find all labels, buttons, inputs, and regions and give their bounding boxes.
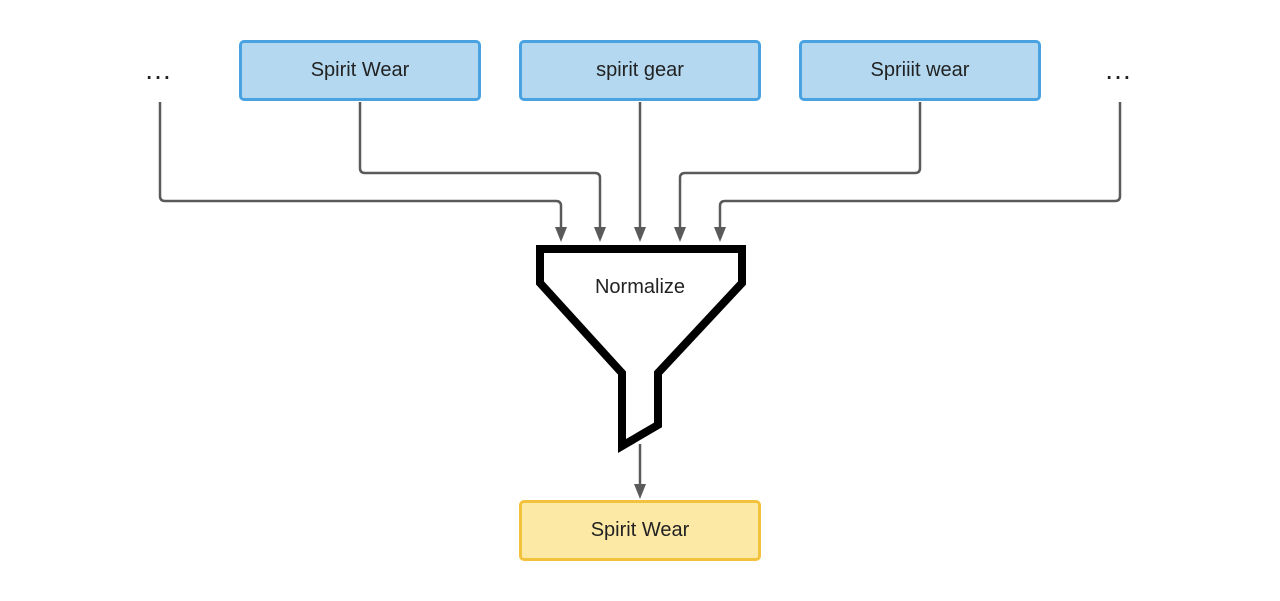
output-node-label: Spirit Wear	[590, 519, 690, 541]
input-node-spirit-gear[interactable]: spirit gear	[519, 40, 761, 101]
input-node-label: spirit gear	[596, 59, 684, 81]
left-ellipsis: …	[144, 54, 173, 85]
arrowhead-input-2	[634, 227, 646, 242]
funnel-label: Normalize	[594, 276, 686, 298]
input-node-spriiit-wear[interactable]: Spriiit wear	[799, 40, 1041, 101]
right-ellipsis: …	[1104, 54, 1133, 85]
connector-left-ellipsis	[158, 102, 563, 228]
output-node[interactable]: Spirit Wear	[519, 500, 761, 561]
input-node-spirit-wear[interactable]: Spirit Wear	[239, 40, 481, 101]
arrowhead-right-ellipsis	[714, 227, 726, 242]
connector-input-3	[678, 102, 922, 228]
arrowhead-left-ellipsis	[555, 227, 567, 242]
connector-right-ellipsis	[718, 102, 1122, 228]
arrowhead-input-1	[594, 227, 606, 242]
connector-input-1	[358, 102, 602, 228]
arrowhead-output	[634, 484, 646, 499]
input-node-label: Spriiit wear	[870, 59, 970, 81]
arrowhead-input-3	[674, 227, 686, 242]
funnel-shape	[536, 245, 746, 453]
input-node-label: Spirit Wear	[310, 59, 410, 81]
